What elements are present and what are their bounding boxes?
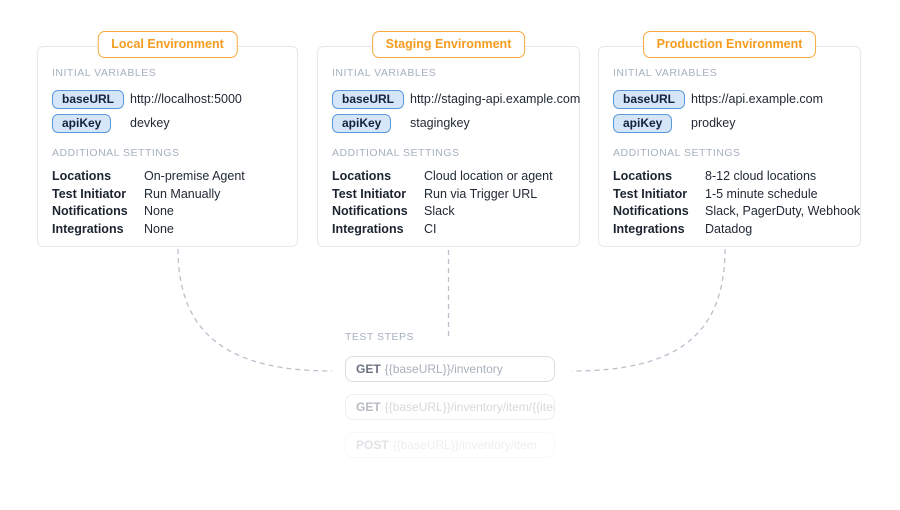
variable-value: prodkey <box>691 116 736 130</box>
setting-row: Test Initiator Run Manually <box>52 186 283 204</box>
test-step-method: POST <box>356 438 389 452</box>
initial-variables-label: INITIAL VARIABLES <box>52 67 157 79</box>
variable-badge: baseURL <box>613 89 686 109</box>
environment-title-badge: Production Environment <box>642 31 817 58</box>
setting-label: Notifications <box>613 204 689 219</box>
additional-settings-label: ADDITIONAL SETTINGS <box>332 147 460 159</box>
setting-label: Integrations <box>613 221 685 236</box>
variable-row: apiKey stagingkey <box>332 113 565 133</box>
setting-value: Run Manually <box>144 186 221 201</box>
test-step-request: GET {{baseURL}}/inventory <box>345 356 555 382</box>
setting-value: Run via Trigger URL <box>424 186 538 201</box>
initial-variables-label: INITIAL VARIABLES <box>332 67 437 79</box>
setting-row: Notifications Slack <box>332 203 565 221</box>
variable-badge: apiKey <box>52 113 112 133</box>
test-step-path: {{baseURL}}/inventory/item/{{itemId}} <box>384 400 554 414</box>
setting-value: 1-5 minute schedule <box>705 186 818 201</box>
variable-value: stagingkey <box>410 116 470 130</box>
setting-value: 8-12 cloud locations <box>705 169 817 183</box>
environment-title-badge: Local Environment <box>97 31 238 58</box>
connector-production-to-steps <box>571 248 726 372</box>
environment-card-production: Production Environment INITIAL VARIABLES… <box>598 31 861 247</box>
connector-local-to-steps <box>177 248 333 372</box>
variable-badge-column: apiKey <box>332 113 410 133</box>
setting-row: Notifications Slack, PagerDuty, Webhook <box>613 203 860 221</box>
setting-label: Locations <box>613 169 673 183</box>
test-step-method: GET <box>356 362 381 376</box>
additional-settings-label: ADDITIONAL SETTINGS <box>52 147 180 159</box>
variable-badge: apiKey <box>613 113 673 133</box>
setting-value: None <box>144 204 174 219</box>
setting-label: Test Initiator <box>52 186 127 201</box>
test-steps-label: TEST STEPS <box>345 331 414 343</box>
setting-label: Test Initiator <box>332 186 407 201</box>
variable-row: apiKey prodkey <box>613 113 846 133</box>
environment-card-staging: Staging Environment INITIAL VARIABLES ba… <box>317 31 580 247</box>
variable-badge-column: baseURL <box>613 89 691 109</box>
variable-row: baseURL http://staging-api.example.com <box>332 89 580 109</box>
initial-variables-label: INITIAL VARIABLES <box>613 67 718 79</box>
environment-title-badge: Staging Environment <box>371 31 526 58</box>
setting-value: None <box>144 221 174 236</box>
test-steps-panel: TEST STEPS GET {{baseURL}}/inventory GET… <box>345 331 555 470</box>
setting-row: Notifications None <box>52 203 283 221</box>
setting-value: Cloud location or agent <box>424 169 553 183</box>
setting-label: Integrations <box>332 221 404 236</box>
setting-label: Notifications <box>52 204 128 219</box>
setting-value: Slack, PagerDuty, Webhook <box>705 204 861 219</box>
environment-card-local: Local Environment INITIAL VARIABLES base… <box>37 31 298 247</box>
variable-badge: baseURL <box>52 89 125 109</box>
setting-row: Integrations None <box>52 221 283 239</box>
test-step-request: GET {{baseURL}}/inventory/item/{{itemId}… <box>345 394 555 420</box>
test-step-path: {{baseURL}}/inventory <box>384 362 503 376</box>
variable-value: https://api.example.com <box>691 92 824 106</box>
setting-value: On-premise Agent <box>144 169 245 183</box>
setting-label: Notifications <box>332 204 408 219</box>
variable-row: baseURL https://api.example.com <box>613 89 846 109</box>
setting-row: Integrations CI <box>332 221 565 239</box>
variable-badge-column: baseURL <box>332 89 410 109</box>
test-step-request: POST {{baseURL}}/inventory/item <box>345 432 555 458</box>
setting-value: Datadog <box>705 221 753 236</box>
setting-label: Test Initiator <box>613 186 688 201</box>
variable-badge-column: apiKey <box>613 113 691 133</box>
setting-label: Locations <box>52 169 112 183</box>
setting-row: Test Initiator 1-5 minute schedule <box>613 186 846 204</box>
variable-value: http://staging-api.example.com <box>410 92 581 106</box>
variable-badge: apiKey <box>332 113 392 133</box>
variable-badge-column: baseURL <box>52 89 130 109</box>
additional-settings-label: ADDITIONAL SETTINGS <box>613 147 741 159</box>
setting-row: Integrations Datadog <box>613 221 846 239</box>
setting-row: Locations 8-12 cloud locations <box>613 168 846 186</box>
setting-label: Locations <box>332 169 392 183</box>
setting-row: Locations Cloud location or agent <box>332 168 565 186</box>
variable-value: http://localhost:5000 <box>130 92 242 106</box>
variable-row: baseURL http://localhost:5000 <box>52 89 283 109</box>
variable-row: apiKey devkey <box>52 113 283 133</box>
setting-value: CI <box>424 221 437 236</box>
setting-row: Test Initiator Run via Trigger URL <box>332 186 565 204</box>
test-step-path: {{baseURL}}/inventory/item <box>392 438 537 452</box>
variable-badge: baseURL <box>332 89 405 109</box>
setting-label: Integrations <box>52 221 124 236</box>
setting-row: Locations On-premise Agent <box>52 168 283 186</box>
variable-badge-column: apiKey <box>52 113 130 133</box>
test-step-method: GET <box>356 400 381 414</box>
variable-value: devkey <box>130 116 170 130</box>
setting-value: Slack <box>424 204 455 219</box>
